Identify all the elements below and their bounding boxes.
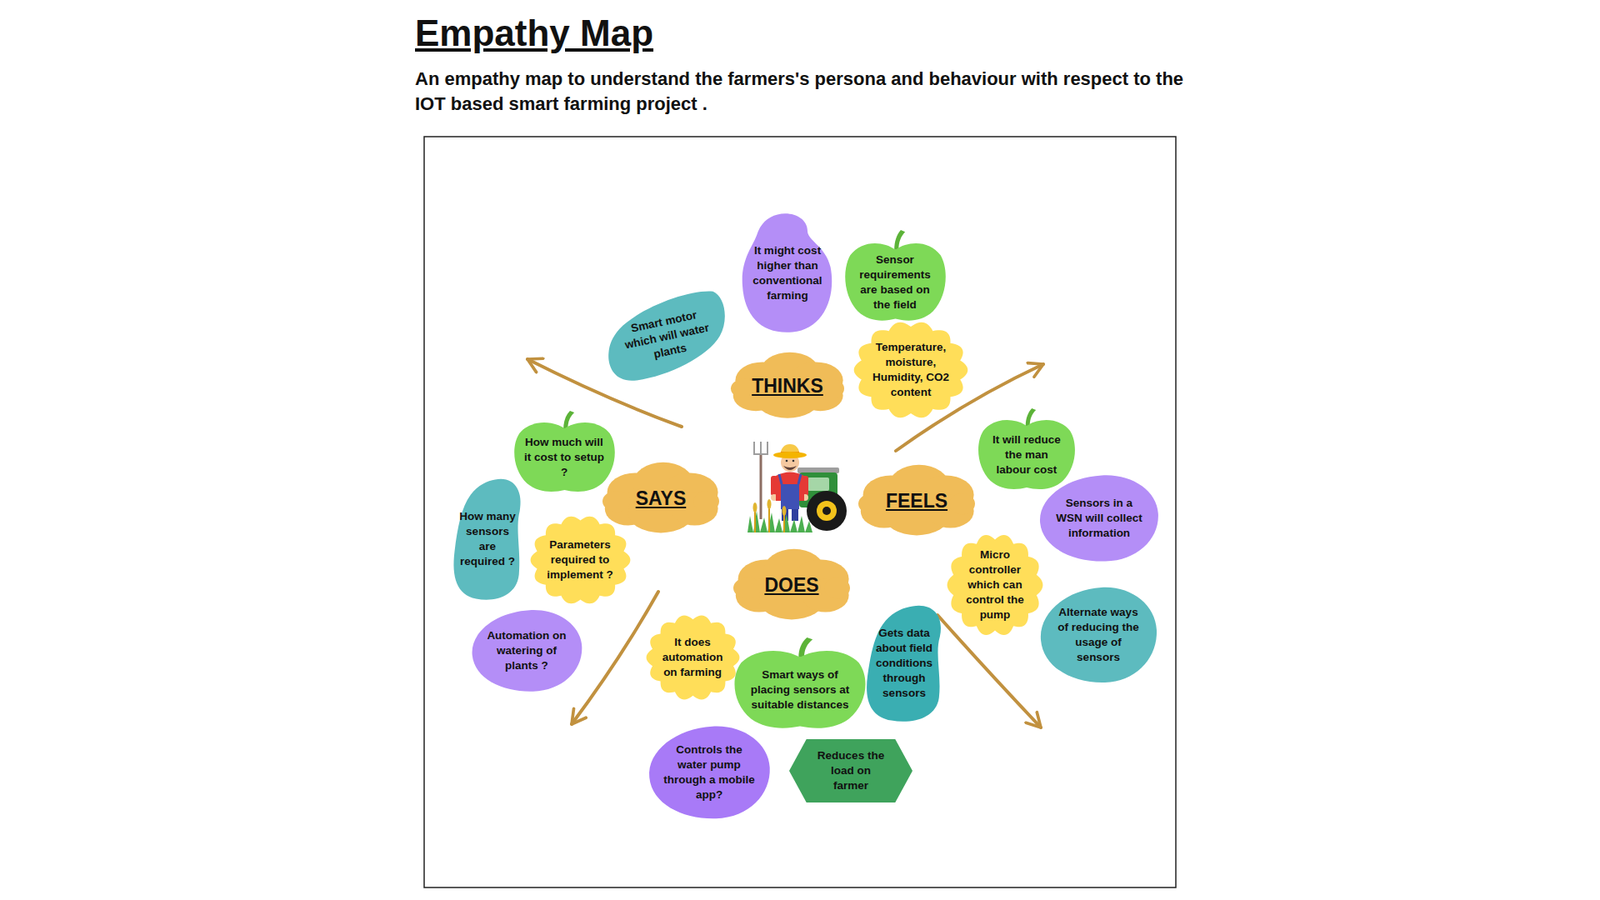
quadrant-arrow — [571, 591, 659, 725]
note-text: Smart motor which will water plants — [615, 305, 720, 370]
node-outline — [644, 722, 775, 823]
wheat-stalk — [755, 505, 785, 533]
note-text: Controls the water pump through a mobile… — [661, 742, 757, 803]
note-text: Micro controller which can control the p… — [960, 547, 1030, 623]
farmer-overalls — [780, 484, 800, 510]
note-text: Temperature, moisture, Humidity, CO2 con… — [869, 340, 953, 400]
category-cloud: FEELS — [858, 463, 975, 539]
wheat-ear — [782, 505, 787, 516]
category-cloud: DOES — [733, 547, 850, 623]
category-label: FEELS — [885, 490, 948, 513]
node-outline — [449, 475, 526, 603]
sticky-note: Controls the water pump through a mobile… — [644, 722, 775, 823]
sticky-note: Gets data about field conditions through… — [861, 602, 947, 725]
sticky-note: Parameters required to implement ? — [530, 515, 631, 605]
note-text: Gets data about field conditions through… — [871, 625, 937, 701]
flower-shape — [854, 322, 969, 418]
wheat-ear — [753, 502, 758, 513]
wheel-center — [822, 506, 831, 515]
tractor-roof — [797, 467, 840, 474]
farmer-eye — [792, 460, 795, 463]
sticky-note: Automation on watering of plants ? — [467, 606, 587, 695]
category-label: DOES — [764, 574, 819, 597]
wheat-ear — [767, 499, 772, 510]
farmer-illustration — [747, 441, 847, 533]
page-caption: An empathy map to understand the farmers… — [415, 66, 1199, 117]
apple-shape — [845, 243, 946, 321]
farmer-eye — [785, 460, 789, 463]
sticky-note: Smart motor which will water plants — [594, 280, 739, 393]
note-text: Sensor requirements are based on the fie… — [855, 252, 935, 313]
sticky-note: Micro controller which can control the p… — [946, 533, 1044, 637]
overall-straps — [779, 474, 801, 485]
hexagon-shape — [789, 739, 913, 803]
flower-shape — [645, 615, 740, 700]
sticky-note: Alternate ways of reducing the usage of … — [1035, 583, 1162, 687]
blob-shape — [1040, 587, 1156, 683]
sticky-note: How many sensors are required ? — [449, 475, 526, 603]
note-text: How many sensors are required ? — [459, 509, 516, 570]
cloud-puff — [824, 577, 850, 599]
node-outline — [1035, 583, 1162, 687]
sticky-note: How much will it cost to setup ? — [510, 410, 619, 494]
blob-shape — [866, 605, 941, 722]
sticky-note: Smart ways of placing sensors at suitabl… — [730, 636, 870, 730]
node-outline — [737, 210, 838, 336]
blob-shape — [598, 287, 735, 386]
sticky-note: It will reduce the man labour cost — [975, 407, 1079, 491]
note-text: It will reduce the man labour cost — [988, 432, 1065, 478]
note-text: Automation on watering of plants ? — [483, 628, 570, 674]
note-text: It does automation on farming — [658, 635, 727, 680]
blob-shape — [649, 726, 770, 820]
category-label: SAYS — [635, 487, 687, 510]
frame-border — [424, 136, 1176, 888]
pitchfork-tines — [754, 441, 768, 455]
blob-shape — [1040, 475, 1159, 561]
apple-shape — [514, 422, 615, 492]
pitchfork-handle — [760, 454, 763, 520]
note-text: Sensors in a WSN will collect informatio… — [1052, 495, 1146, 541]
wheel-hub — [816, 500, 837, 521]
note-text: Alternate ways of reducing the usage of … — [1052, 605, 1145, 665]
cloud-puff — [693, 490, 720, 512]
blob-shape — [471, 610, 582, 692]
page-title: Empathy Map — [415, 10, 654, 57]
blob-shape — [453, 479, 520, 600]
flower-shape — [947, 535, 1044, 635]
category-cloud: SAYS — [602, 460, 720, 536]
note-text: Smart ways of placing sensors at suitabl… — [747, 667, 853, 713]
apple-shape — [734, 650, 865, 729]
hexagon-box: Reduces the load on farmer — [789, 739, 913, 803]
flower-shape — [530, 516, 630, 605]
category-cloud: THINKS — [730, 350, 845, 421]
hat-brim — [773, 451, 807, 459]
grass — [747, 510, 813, 533]
sticky-note: Temperature, moisture, Humidity, CO2 con… — [853, 320, 969, 420]
sticky-note: Sensors in a WSN will collect informatio… — [1035, 471, 1164, 565]
sticky-note: It might cost higher than conventional f… — [737, 210, 838, 336]
node-outline — [853, 320, 969, 420]
cloud-puff — [949, 493, 975, 515]
farmer-beard — [783, 465, 797, 470]
cloud-puff — [858, 493, 887, 515]
blob-shape — [742, 213, 833, 332]
cloud-puff — [733, 577, 762, 599]
note-text: Reduces the load on farmer — [812, 748, 890, 794]
tractor-window — [807, 477, 830, 491]
note-text: It might cost higher than conventional f… — [749, 243, 826, 304]
category-label: THINKS — [751, 375, 824, 398]
sticky-note: Sensor requirements are based on the fie… — [841, 229, 950, 323]
note-text: How much will it cost to setup ? — [524, 435, 605, 480]
apple-shape — [978, 420, 1075, 490]
cloud-puff — [602, 490, 631, 512]
note-text: Parameters required to implement ? — [543, 537, 617, 583]
tractor-wheel — [806, 490, 847, 531]
sticky-note: It does automation on farming — [645, 614, 740, 701]
